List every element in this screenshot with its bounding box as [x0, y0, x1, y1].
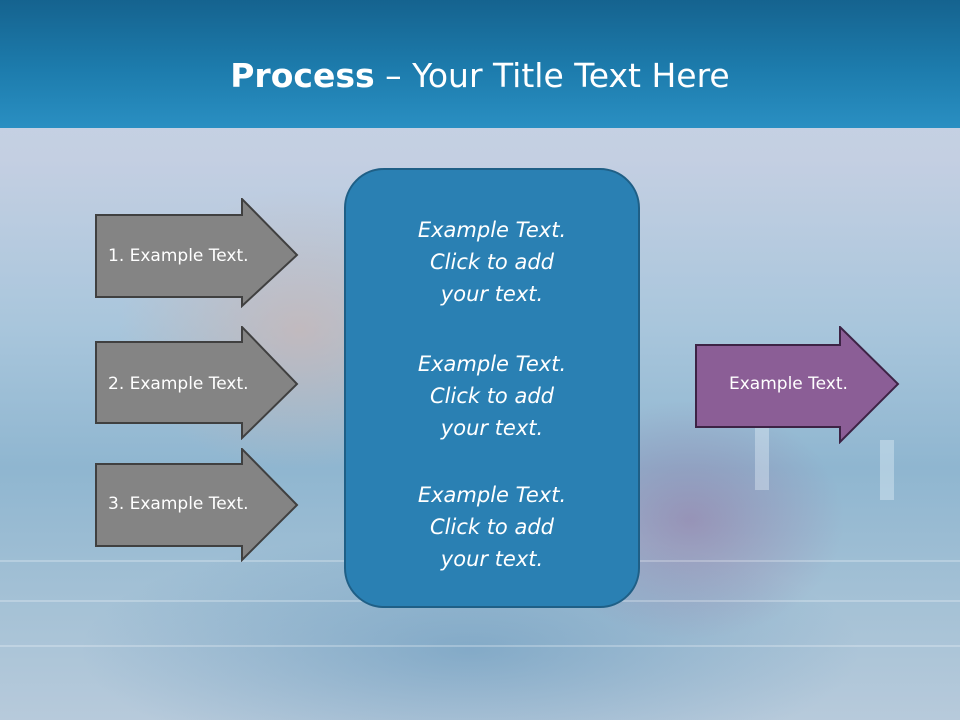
- slide-title[interactable]: Process – Your Title Text Here: [0, 54, 960, 98]
- title-rest: – Your Title Text Here: [374, 56, 730, 95]
- text-line: your text.: [440, 416, 544, 440]
- text-line: Example Text.: [417, 483, 567, 507]
- left-arrow-1[interactable]: 1. Example Text.: [95, 198, 300, 308]
- right-arrow[interactable]: Example Text.: [695, 326, 901, 444]
- left-arrow-3[interactable]: 3. Example Text.: [95, 448, 300, 562]
- text-line: Click to add: [429, 384, 554, 408]
- pool-rail: [755, 420, 769, 490]
- water-ripple: [0, 645, 960, 647]
- left-arrow-2[interactable]: 2. Example Text.: [95, 326, 300, 440]
- left-arrow-label: 1. Example Text.: [108, 246, 249, 266]
- text-line: Click to add: [429, 515, 554, 539]
- title-band: [0, 0, 960, 128]
- left-arrow-label: 2. Example Text.: [108, 374, 249, 394]
- text-line: your text.: [440, 282, 544, 306]
- left-arrow-label: 3. Example Text.: [108, 494, 249, 514]
- arrow-right-icon: [95, 198, 299, 308]
- text-block: Example Text. Click to add your text.: [346, 348, 638, 444]
- center-text-box[interactable]: Example Text. Click to add your text. Ex…: [344, 168, 640, 608]
- right-arrow-label: Example Text.: [729, 374, 848, 394]
- arrow-right-icon: [95, 448, 299, 562]
- arrow-right-icon: [695, 326, 900, 444]
- title-bold: Process: [230, 56, 375, 95]
- text-line: your text.: [440, 547, 544, 571]
- text-line: Click to add: [429, 250, 554, 274]
- text-block: Example Text. Click to add your text.: [346, 214, 638, 310]
- text-line: Example Text.: [417, 352, 567, 376]
- text-line: Example Text.: [417, 218, 567, 242]
- text-block: Example Text. Click to add your text.: [346, 479, 638, 575]
- pool-rail: [880, 440, 894, 500]
- arrow-right-icon: [95, 326, 299, 440]
